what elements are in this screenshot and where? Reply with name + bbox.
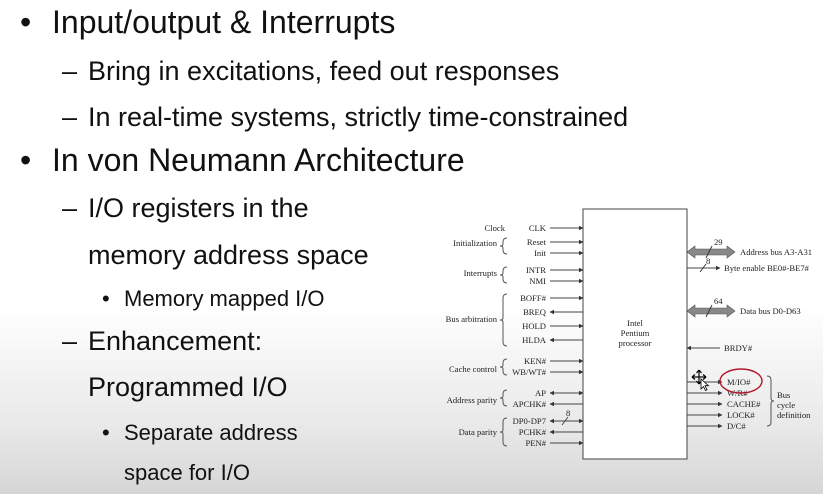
- bullet-text: Separate address: [124, 420, 298, 445]
- width-address: 29: [714, 237, 723, 247]
- brace-init: [499, 237, 508, 255]
- subbullet-io-registers-cont: memory address space: [88, 240, 369, 271]
- slash-dp: [561, 416, 569, 426]
- subsubbullet-separate-address-cont: space for I/O: [124, 460, 250, 486]
- label-byte-enable: Byte enable BE0#-BE7#: [724, 263, 810, 273]
- processor-label-2: Pentium: [621, 328, 650, 338]
- bullet-text: space for I/O: [124, 460, 250, 485]
- signal-hold: HOLD: [522, 321, 546, 331]
- signal-dp: DP0-DP7: [513, 416, 547, 426]
- bullet-marker: •: [20, 4, 32, 40]
- signal-pchk: PCHK#: [519, 427, 547, 437]
- label-cache: CACHE#: [727, 399, 761, 409]
- width-data: 64: [714, 296, 723, 306]
- brace-bus-arbitration: [499, 293, 508, 347]
- group-address-parity: Address parity: [447, 395, 498, 405]
- group-initialization: Initialization: [453, 238, 498, 248]
- bullet-marker: •: [20, 142, 32, 178]
- signal-reset: Reset: [527, 237, 547, 247]
- signal-ken: KEN#: [524, 356, 547, 366]
- slash-address: [705, 245, 713, 259]
- address-bus-arrow: [686, 245, 736, 259]
- subbullet-enhancement: –Enhancement:: [62, 326, 262, 357]
- bullet-text: In real-time systems, strictly time-cons…: [88, 102, 629, 132]
- signal-breq: BREQ: [523, 307, 547, 317]
- bullet-marker: –: [62, 102, 78, 132]
- bullet-marker: –: [62, 193, 78, 223]
- signal-nmi: NMI: [529, 276, 546, 286]
- processor-label-1: Intel: [627, 318, 643, 328]
- label-dc: D/C#: [727, 421, 746, 431]
- label-bus-cycle-3: definition: [777, 410, 811, 420]
- bullet-text: Enhancement:: [88, 326, 263, 356]
- data-bus-arrow: [686, 304, 736, 318]
- signal-init: Init: [534, 248, 547, 258]
- bullet-text: Memory mapped I/O: [124, 286, 325, 311]
- width-dp: 8: [566, 408, 570, 418]
- signal-ap: AP: [535, 388, 546, 398]
- signal-hlda: HLDA: [522, 335, 547, 345]
- subsubbullet-memory-mapped: • Memory mapped I/O: [102, 286, 325, 312]
- signal-wbwt: WB/WT#: [512, 367, 547, 377]
- processor-label-3: processor: [619, 338, 652, 348]
- processor-box: [582, 208, 688, 460]
- brace-data-parity: [499, 417, 508, 447]
- bullet-marker: •: [102, 286, 110, 311]
- group-bus-arbitration: Bus arbitration: [446, 314, 498, 324]
- width-byte: 8: [706, 256, 710, 266]
- group-interrupts: Interrupts: [464, 268, 498, 278]
- subbullet-realtime: –In real-time systems, strictly time-con…: [62, 102, 628, 133]
- signal-boff: BOFF#: [520, 293, 546, 303]
- group-cache-control: Cache control: [449, 364, 498, 374]
- label-bus-cycle-1: Bus: [777, 390, 791, 400]
- label-brdy: BRDY#: [724, 343, 753, 353]
- brace-address-parity: [499, 389, 508, 407]
- highlight-ellipse: [719, 368, 763, 394]
- group-data-parity: Data parity: [459, 427, 498, 437]
- subbullet-io-registers: –I/O registers in the: [62, 193, 309, 224]
- bullet-text: Input/output & Interrupts: [52, 4, 396, 40]
- signal-intr: INTR: [526, 265, 546, 275]
- bullet-text: memory address space: [88, 240, 369, 270]
- signal-clk: CLK: [529, 223, 547, 233]
- bullet-marker: –: [62, 326, 78, 356]
- bullet-text: I/O registers in the: [88, 193, 309, 223]
- label-lock: LOCK#: [727, 410, 755, 420]
- bullet-marker: •: [102, 420, 110, 445]
- slash-data: [705, 304, 713, 318]
- label-address-bus: Address bus A3-A31: [740, 247, 812, 257]
- label-bus-cycle-2: cycle: [777, 400, 795, 410]
- brace-cache-control: [499, 358, 508, 376]
- bullet-text: Bring in excitations, feed out responses: [88, 56, 560, 86]
- move-cursor-icon: [691, 369, 710, 392]
- label-data-bus: Data bus D0-D63: [740, 306, 801, 316]
- bullet-io-interrupts: • Input/output & Interrupts: [20, 4, 395, 41]
- bullet-von-neumann: • In von Neumann Architecture: [20, 142, 465, 179]
- slash-byte: [699, 263, 707, 273]
- bullet-marker: –: [62, 56, 78, 86]
- subbullet-excitations: –Bring in excitations, feed out response…: [62, 56, 559, 87]
- signal-pen: PEN#: [525, 438, 546, 448]
- label-mio: M/IO#: [727, 377, 751, 387]
- bullet-text: Programmed I/O: [88, 372, 288, 402]
- bullet-text: In von Neumann Architecture: [52, 142, 465, 178]
- group-clock: Clock: [484, 223, 505, 233]
- brace-interrupts: [499, 266, 508, 284]
- brace-bus-cycle: [766, 375, 775, 427]
- signal-apchk: APCHK#: [513, 399, 547, 409]
- subbullet-enhancement-cont: Programmed I/O: [88, 372, 288, 403]
- subsubbullet-separate-address: • Separate address: [102, 420, 298, 446]
